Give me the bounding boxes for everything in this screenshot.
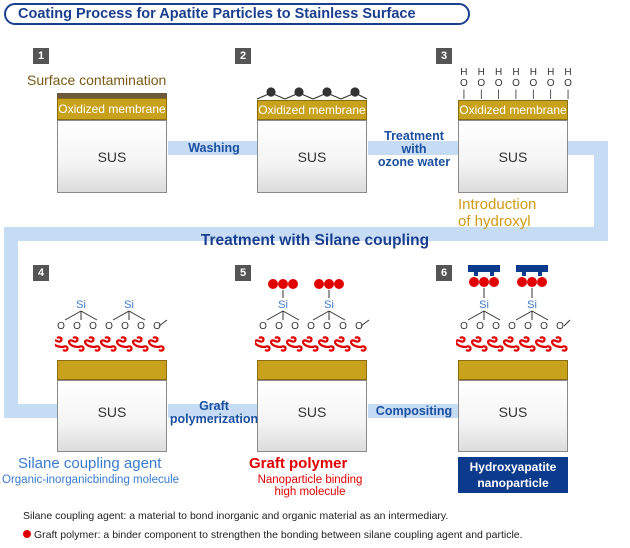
apatite-nanoparticle-bars bbox=[468, 265, 548, 276]
step-number: 5 bbox=[235, 265, 251, 281]
sus-block: SUS bbox=[257, 380, 367, 452]
svg-text:Si: Si bbox=[278, 299, 288, 311]
silicon-label: Si bbox=[76, 299, 86, 311]
svg-text:O: O bbox=[524, 321, 532, 332]
sus-block: SUS bbox=[57, 120, 167, 193]
oxidized-membrane: Oxidized membrane bbox=[257, 100, 367, 120]
diagram-title: Coating Process for Apatite Particles to… bbox=[4, 3, 470, 25]
sus-block: SUS bbox=[458, 380, 568, 452]
contamination-particles bbox=[257, 87, 368, 100]
graft-polymer-caption: Graft polymer bbox=[249, 455, 348, 472]
svg-text:O: O bbox=[137, 321, 145, 332]
nanoparticle-binding-caption: Nanoparticle binding high molecule bbox=[257, 474, 363, 498]
sus-block: SUS bbox=[57, 380, 167, 452]
svg-text:O: O bbox=[259, 321, 267, 332]
connector-band-bottom-left bbox=[4, 404, 60, 418]
step-number: 6 bbox=[436, 265, 452, 281]
organic-chain-coils bbox=[55, 336, 165, 352]
silicon-label: Si bbox=[124, 299, 134, 311]
svg-text:O: O bbox=[121, 321, 129, 332]
svg-text:O: O bbox=[540, 321, 548, 332]
svg-text:O: O bbox=[275, 321, 283, 332]
silane-treatment-label: Treatment with Silane coupling bbox=[200, 232, 430, 249]
graft-polymerization-label: Graft polymerization bbox=[169, 399, 259, 426]
svg-text:O: O bbox=[492, 321, 500, 332]
sus-block: SUS bbox=[458, 120, 568, 193]
svg-text:O: O bbox=[460, 321, 468, 332]
organic-inorganic-binding-caption: Organic-inorganicbinding molecule bbox=[2, 474, 180, 486]
connector-band-bottom-mid bbox=[168, 404, 260, 418]
svg-text:O: O bbox=[476, 321, 484, 332]
step-number: 4 bbox=[33, 265, 49, 281]
svg-text:O: O bbox=[153, 321, 161, 332]
graft-polymer-dots bbox=[268, 279, 344, 289]
svg-text:Si: Si bbox=[527, 299, 537, 311]
svg-text:O: O bbox=[73, 321, 81, 332]
step-number: 2 bbox=[235, 48, 251, 64]
silane-coupling-caption: Silane coupling agent bbox=[18, 455, 162, 472]
connector-band-top2 bbox=[368, 141, 460, 155]
connector-band-right-vert bbox=[594, 141, 608, 237]
washing-label: Washing bbox=[188, 141, 240, 155]
introduction-of-hydroxyl-caption: Introduction of hydroxyl bbox=[458, 196, 537, 230]
graft-footnote: Graft polymer: a binder component to str… bbox=[23, 529, 523, 541]
svg-text:O: O bbox=[105, 321, 113, 332]
red-dot-icon bbox=[23, 530, 31, 538]
oxidized-membrane: Oxidized membrane bbox=[57, 98, 167, 120]
compositing-label: Compositing bbox=[375, 404, 453, 418]
connector-band-middle bbox=[4, 227, 608, 241]
oxidized-membrane: Oxidized membrane bbox=[458, 100, 568, 120]
svg-text:O: O bbox=[355, 321, 363, 332]
svg-text:Si: Si bbox=[324, 299, 334, 311]
svg-text:Si: Si bbox=[479, 299, 489, 311]
svg-text:O: O bbox=[291, 321, 299, 332]
svg-text:O: O bbox=[57, 321, 65, 332]
connector-band-bottom-mid2 bbox=[368, 404, 460, 418]
gold-layer bbox=[57, 360, 167, 380]
svg-text:O: O bbox=[339, 321, 347, 332]
step-number: 3 bbox=[436, 48, 452, 64]
connector-band-left-vert bbox=[4, 227, 18, 417]
ozone-treatment-label: Treatment with ozone water bbox=[377, 129, 451, 169]
hydroxyapatite-box: Hydroxyapatite nanoparticle bbox=[458, 457, 568, 493]
surface-contamination-label: Surface contamination bbox=[27, 72, 167, 88]
svg-text:O: O bbox=[508, 321, 516, 332]
sus-block: SUS bbox=[257, 120, 367, 193]
svg-text:O: O bbox=[323, 321, 331, 332]
svg-text:O: O bbox=[89, 321, 97, 332]
silane-footnote: Silane coupling agent: a material to bon… bbox=[23, 510, 449, 522]
step-number: 1 bbox=[33, 48, 49, 64]
connector-band-top bbox=[168, 141, 260, 155]
svg-text:O: O bbox=[307, 321, 315, 332]
contamination-layer bbox=[57, 93, 167, 98]
gold-layer bbox=[257, 360, 367, 380]
svg-text:O: O bbox=[556, 321, 564, 332]
gold-layer bbox=[458, 360, 568, 380]
